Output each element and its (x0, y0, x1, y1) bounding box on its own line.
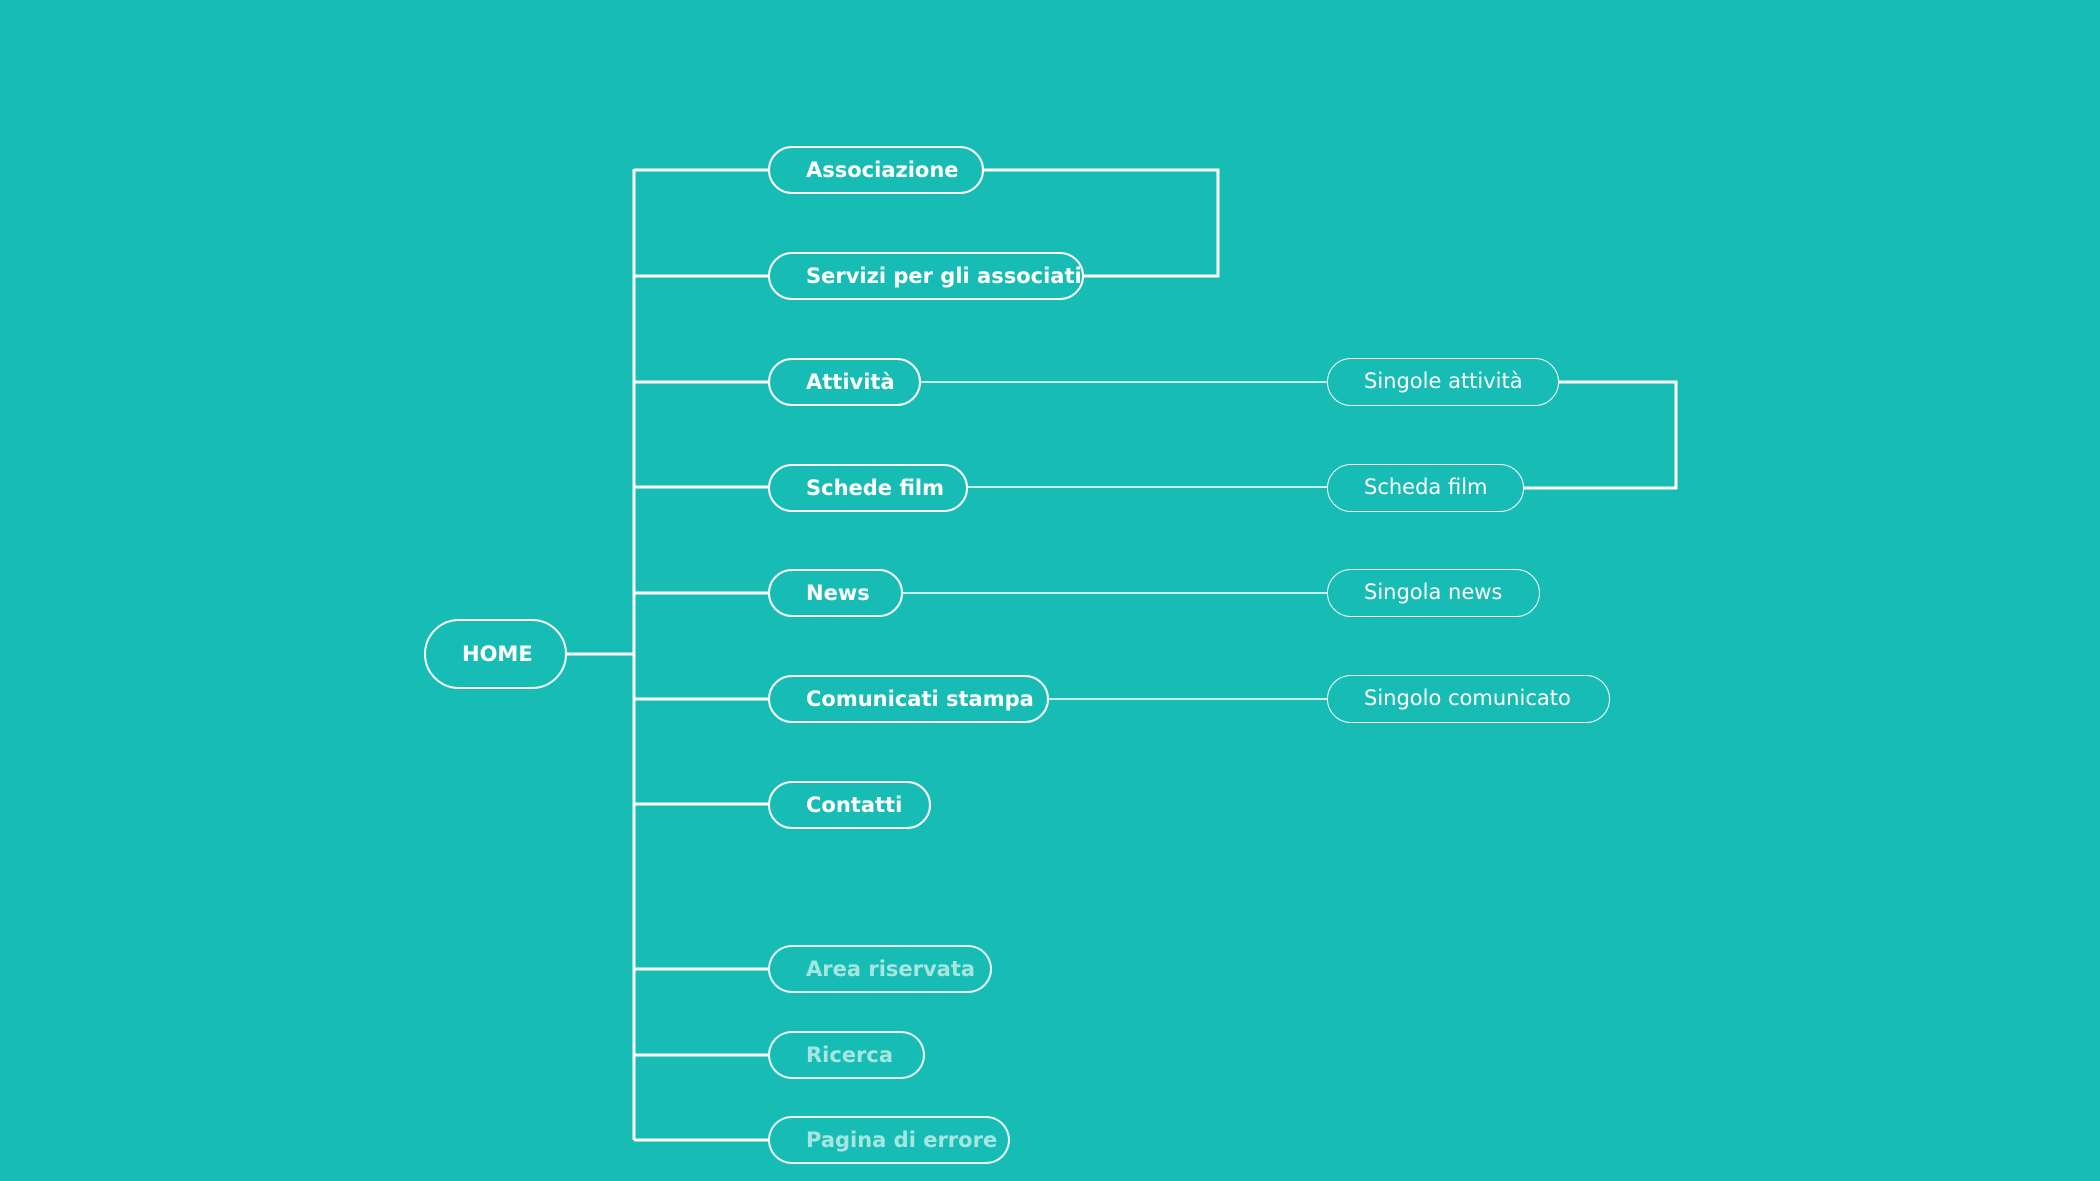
node-associazione: Associazione (768, 146, 984, 194)
node-home: HOME (424, 619, 567, 689)
node-comunicati: Comunicati stampa (768, 675, 1049, 723)
node-ricerca: Ricerca (768, 1031, 925, 1079)
connector-bracket-associazione-servizi (983, 168, 1220, 278)
node-scheda-film: Scheda film (1327, 464, 1524, 512)
node-singolo-comunicato: Singolo comunicato (1327, 675, 1610, 723)
node-attivita: Attività (768, 358, 921, 406)
node-singola-news: Singola news (1327, 569, 1540, 617)
node-singole-attivita: Singole attività (1327, 358, 1559, 406)
node-schede-film: Schede film (768, 464, 968, 512)
node-news: News (768, 569, 903, 617)
connector-bracket-attivita-scheda (1523, 380, 1678, 490)
node-area-riservata: Area riservata (768, 945, 992, 993)
node-contatti: Contatti (768, 781, 931, 829)
node-pagina-errore: Pagina di errore (768, 1116, 1010, 1164)
node-servizi: Servizi per gli associati (768, 252, 1084, 300)
